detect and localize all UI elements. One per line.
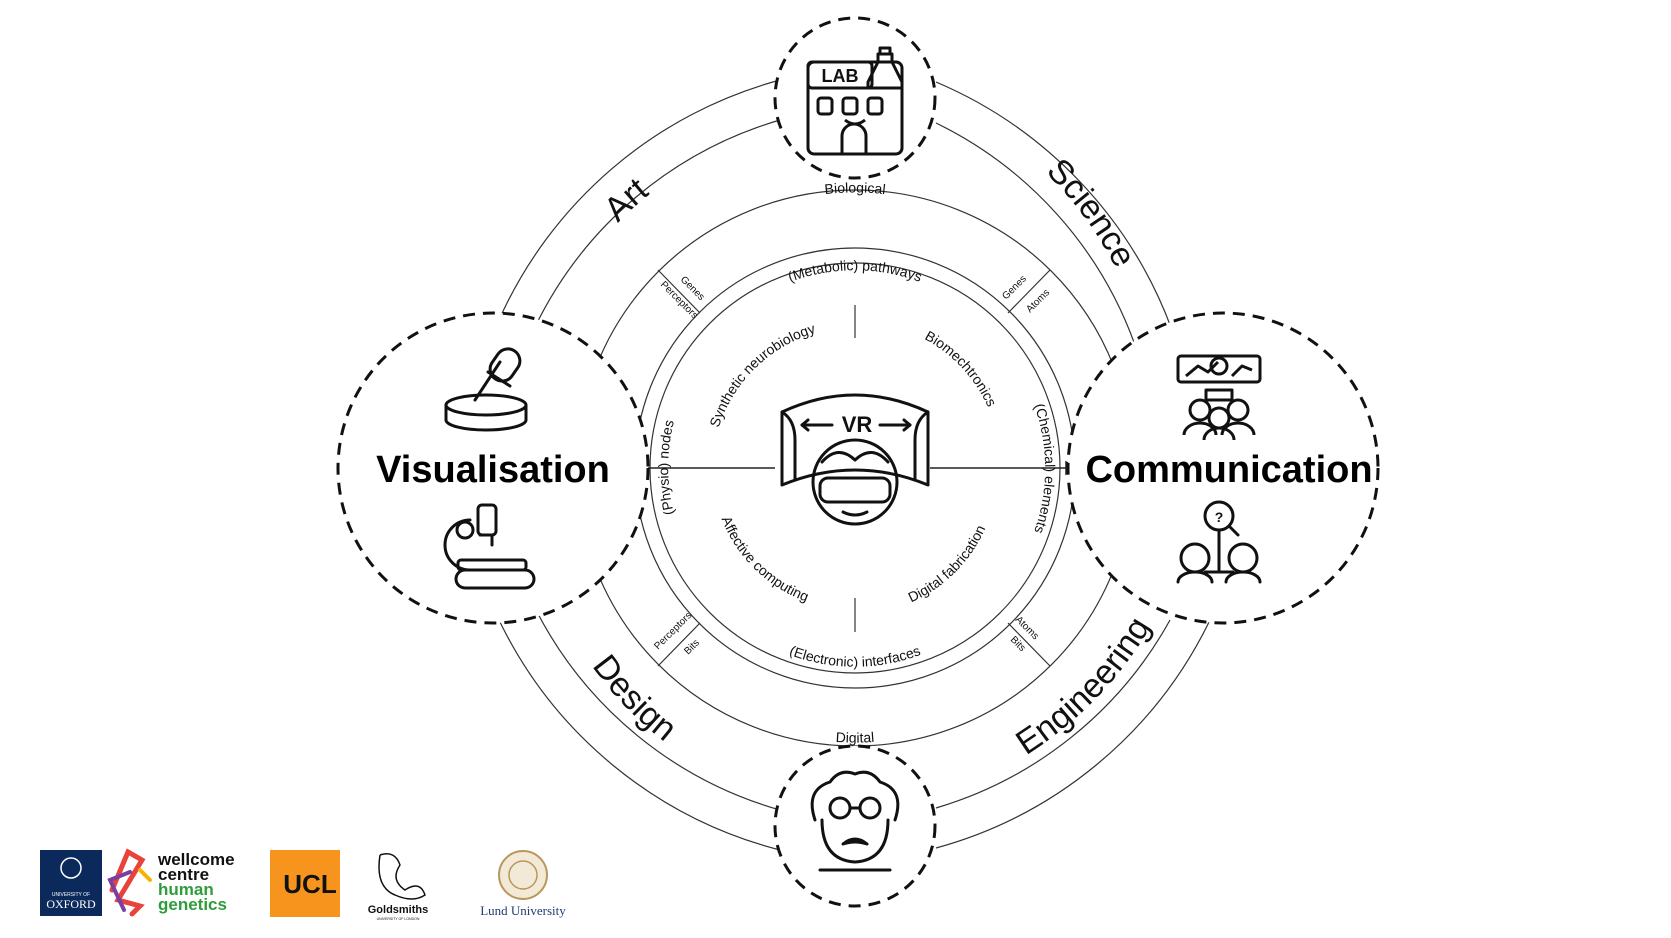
discipline-art: Art: [597, 170, 656, 228]
hub-label-visualisation: Visualisation: [376, 449, 610, 491]
ucl-text: UCL: [283, 869, 337, 899]
outer-arc-top-right-2: [935, 122, 1136, 346]
outer-arc-top-right: [935, 81, 1173, 331]
spoke-bl-bits: Bits: [682, 638, 702, 658]
spoke-bottom-left: [657, 622, 701, 667]
wellcome-helix-icon: [109, 848, 146, 917]
spoke-bottom-right: [1007, 622, 1051, 667]
quadrant-affective-computing: Affective computing: [719, 514, 811, 605]
outer-arc-bottom-right: [935, 619, 1211, 849]
outer-arc-top-left-2: [534, 119, 781, 328]
quadrant-biomechtronics: Biomechtronics: [923, 327, 1000, 409]
microscope-icon: [443, 503, 536, 590]
goldsmiths-subtext: UNIVERSITY OF LONDON: [377, 917, 420, 921]
inner-label-metabolic: (Metabolic) pathways: [786, 257, 925, 285]
logo-oxford: UNIVERSITY OF OXFORD: [40, 850, 102, 916]
petri-dish-pipette-icon: [444, 347, 528, 432]
oxford-crest-icon: [60, 857, 82, 879]
spoke-labels: Genes Perceptors Genes Atoms Perceptors …: [652, 274, 1052, 658]
wellcome-word-2: centre: [158, 865, 209, 884]
lund-text: Lund University: [480, 903, 566, 918]
lab-sign-text: LAB: [822, 66, 859, 86]
hub-label-communication: Communication: [1085, 449, 1372, 491]
lund-seal-inner: [508, 860, 538, 890]
outer-arc-bottom-left: [498, 619, 781, 851]
quadrant-digital-fabrication: Digital fabrication: [905, 523, 988, 606]
spoke-top-left: [657, 269, 701, 314]
oxford-small-text: UNIVERSITY OF: [52, 892, 90, 898]
goldsmiths-text: Goldsmiths: [368, 904, 429, 916]
ring-label-biological: Biological: [824, 179, 887, 197]
scientist-face-icon: [810, 770, 900, 872]
outer-arc-bottom-left-2: [535, 609, 781, 811]
hub-left-circle: [336, 311, 650, 625]
spoke-tr-genes: Genes: [1000, 274, 1029, 303]
logo-wellcome: wellcome centre human genetics: [107, 848, 235, 917]
oxford-text: OXFORD: [46, 897, 96, 911]
quadrant-synthetic-neurobiology: Synthetic neurobiology: [706, 320, 817, 429]
hub-circles: [336, 16, 1380, 908]
lab-building-icon: [806, 46, 904, 156]
question-mark-glyph: ?: [1215, 509, 1224, 525]
logo-lund: Lund University: [480, 850, 566, 918]
logo-ucl: UCL: [270, 850, 340, 917]
wellcome-helix-accent: [138, 868, 152, 882]
outer-arc-top-left: [498, 79, 781, 321]
inner-label-electronic: (Electronic) interfaces: [788, 642, 923, 670]
vr-headset-person-icon: [780, 393, 930, 526]
hub-right-circle: [1066, 311, 1380, 625]
wellcome-helix-stroke: [107, 870, 132, 912]
outer-arc-bottom-right-2: [935, 619, 1171, 809]
spoke-top-right: [1007, 269, 1051, 314]
wellcome-word-3: human: [158, 880, 214, 899]
wellcome-word-1: wellcome: [157, 850, 235, 869]
ucl-logo-box: [270, 850, 340, 917]
logo-goldsmiths: Goldsmiths UNIVERSITY OF LONDON: [368, 853, 429, 921]
oxford-logo-box: [40, 850, 102, 916]
hub-bottom-circle: [773, 744, 937, 908]
people-question-icon: [1176, 500, 1262, 584]
spoke-br-bits: Bits: [1008, 634, 1028, 654]
lund-seal-icon: [498, 850, 548, 900]
arrows: [622, 460, 1080, 476]
vr-label: VR: [842, 412, 873, 437]
ring-label-digital: Digital: [835, 729, 874, 746]
wellcome-word-4: genetics: [158, 895, 227, 914]
audience-presentation-icon: [1176, 354, 1262, 441]
goldsmiths-scribble-icon: [378, 853, 426, 900]
